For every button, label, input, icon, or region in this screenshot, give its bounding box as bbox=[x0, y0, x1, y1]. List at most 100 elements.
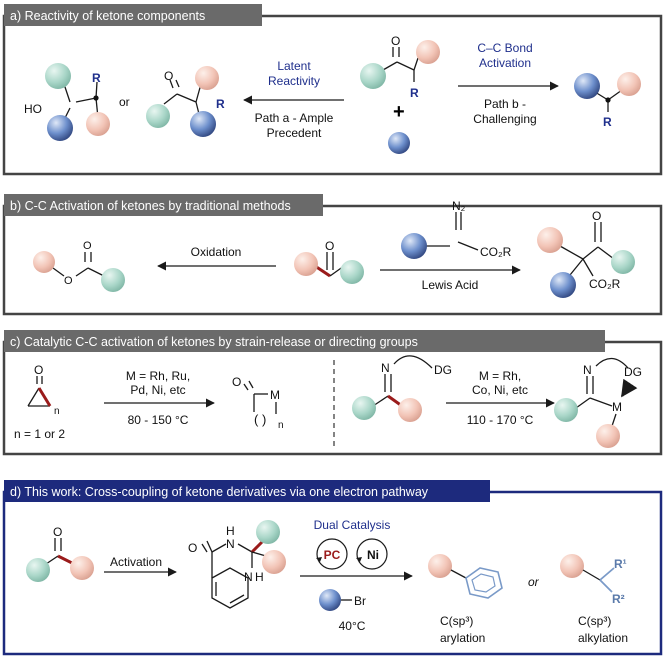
benzene-ring bbox=[465, 567, 503, 599]
panel-a: a) Reactivity of ketone components HO R … bbox=[2, 4, 663, 176]
r2-label: R² bbox=[612, 592, 625, 606]
pink-ball bbox=[262, 550, 286, 574]
panel-b-title: b) C-C Activation of ketones by traditio… bbox=[10, 199, 291, 213]
teal-ball bbox=[45, 63, 71, 89]
alcohol-product: HO R bbox=[24, 63, 110, 141]
pink-ball bbox=[195, 66, 219, 90]
csp3-label-2: C(sp³) bbox=[578, 614, 611, 628]
diazo-reagent: N₂ CO₂R bbox=[401, 199, 512, 259]
teal-ball bbox=[360, 63, 386, 89]
oxygen-label: O bbox=[232, 375, 241, 389]
path-a-bottom-1: Path a - Ample bbox=[255, 111, 334, 125]
ketone-substrate: O bbox=[26, 525, 94, 582]
ring-paren: ( ) bbox=[254, 412, 266, 427]
oxygen-label: O bbox=[325, 239, 334, 253]
blue-ball bbox=[401, 233, 427, 259]
path-a-bottom-2: Precedent bbox=[267, 126, 322, 140]
path-a-top-2: Reactivity bbox=[268, 74, 320, 88]
ester-oxygen: O bbox=[64, 275, 73, 287]
r1-label: R¹ bbox=[614, 557, 627, 571]
path-b-bottom-2: Challenging bbox=[473, 112, 536, 126]
subscript-n: n bbox=[278, 420, 284, 431]
nickel-cycle: Ni bbox=[356, 538, 388, 570]
metallacycle: O M ( ) n bbox=[232, 375, 284, 431]
pc-label: PC bbox=[324, 548, 341, 562]
r-group-label: R bbox=[216, 97, 225, 111]
panel-c-title: c) Catalytic C-C activation of ketones b… bbox=[10, 335, 418, 349]
dihydroquinazolinone: O N H N H bbox=[188, 520, 286, 609]
plus-sign: + bbox=[393, 101, 405, 123]
or-label: or bbox=[119, 95, 130, 109]
nitrogen-label: N bbox=[583, 363, 592, 377]
imine-substrate: N DG bbox=[352, 355, 452, 422]
pink-ball bbox=[428, 554, 452, 578]
n2-label: N₂ bbox=[452, 199, 466, 213]
carbonyl-oxygen: O bbox=[83, 240, 92, 252]
r-group-label: R bbox=[410, 86, 419, 100]
pink-ball bbox=[560, 554, 584, 578]
arylation-label: arylation bbox=[440, 631, 485, 645]
homologated-ketone: O CO₂R bbox=[537, 209, 635, 298]
dg-label: DG bbox=[434, 363, 452, 377]
oxygen-label: O bbox=[164, 69, 173, 83]
subscript-n: n bbox=[54, 406, 60, 417]
arylation-product: C(sp³) arylation bbox=[428, 554, 503, 645]
pink-ball bbox=[398, 398, 422, 422]
blue-ball bbox=[190, 111, 216, 137]
teal-ball bbox=[611, 250, 635, 274]
pink-ball bbox=[537, 227, 563, 253]
or-label: or bbox=[528, 575, 540, 589]
nitrogen-label: N bbox=[381, 361, 390, 375]
n-range-label: n = 1 or 2 bbox=[14, 427, 65, 441]
panel-b-header bbox=[4, 194, 323, 216]
teal-ball bbox=[554, 398, 578, 422]
hydroxyl-label: HO bbox=[24, 102, 42, 116]
oxygen-label: O bbox=[188, 541, 197, 555]
oxygen-label: O bbox=[34, 363, 43, 377]
temp1-label: 80 - 150 °C bbox=[128, 413, 189, 427]
panel-c-header bbox=[4, 330, 605, 352]
teal-ball bbox=[146, 104, 170, 128]
dual-catalysis-label: Dual Catalysis bbox=[314, 518, 391, 532]
bromide-label: Br bbox=[354, 594, 366, 608]
panel-c: c) Catalytic C-C activation of ketones b… bbox=[2, 330, 663, 456]
ni-label: Ni bbox=[367, 548, 379, 562]
ketone-substrate: O R bbox=[360, 34, 440, 100]
cond1-line2: Pd, Ni, etc bbox=[130, 383, 185, 397]
oxygen-label: O bbox=[53, 525, 62, 539]
cond1-line1: M = Rh, Ru, bbox=[126, 369, 190, 383]
ester-group-label: CO₂R bbox=[480, 245, 512, 259]
oxygen-label: O bbox=[592, 209, 601, 223]
panel-d: d) This work: Cross-coupling of ketone d… bbox=[2, 480, 663, 656]
nitrogen-label: N bbox=[244, 570, 253, 584]
teal-ball bbox=[101, 268, 125, 292]
path-a-top-1: Latent bbox=[277, 59, 311, 73]
teal-ball bbox=[352, 396, 376, 420]
panel-b: b) C-C Activation of ketones by traditio… bbox=[2, 194, 663, 316]
path-b-bottom-1: Path b - bbox=[484, 97, 526, 111]
dg-tether bbox=[393, 355, 433, 369]
dg-tether bbox=[595, 357, 629, 369]
dg-label: DG bbox=[624, 365, 642, 379]
metallated-intermediate: N DG M bbox=[554, 357, 642, 448]
teal-ball bbox=[26, 558, 50, 582]
r-group-label: R bbox=[92, 71, 101, 85]
path-b-top-2: Activation bbox=[479, 56, 531, 70]
panel-d-title: d) This work: Cross-coupling of ketone d… bbox=[10, 485, 429, 499]
pink-ball bbox=[617, 72, 641, 96]
ester-product: O O bbox=[33, 240, 125, 292]
pink-ball bbox=[70, 556, 94, 580]
hydrogen-label: H bbox=[226, 524, 235, 538]
alpha-substituted-ketone: O R bbox=[146, 66, 225, 137]
cond2-line1: M = Rh, bbox=[479, 369, 521, 383]
teal-ball bbox=[256, 520, 280, 544]
alkylation-label: alkylation bbox=[578, 631, 628, 645]
pink-ball bbox=[33, 251, 55, 273]
lewis-acid-label: Lewis Acid bbox=[422, 278, 479, 292]
alkylation-product: R¹ R² C(sp³) alkylation bbox=[560, 554, 628, 645]
panel-a-header bbox=[4, 4, 262, 26]
r-group-label: R bbox=[603, 115, 612, 129]
metal-label: M bbox=[612, 400, 622, 414]
path-b-top-1: C–C Bond bbox=[477, 41, 532, 55]
photocatalyst-cycle: PC bbox=[316, 538, 348, 570]
